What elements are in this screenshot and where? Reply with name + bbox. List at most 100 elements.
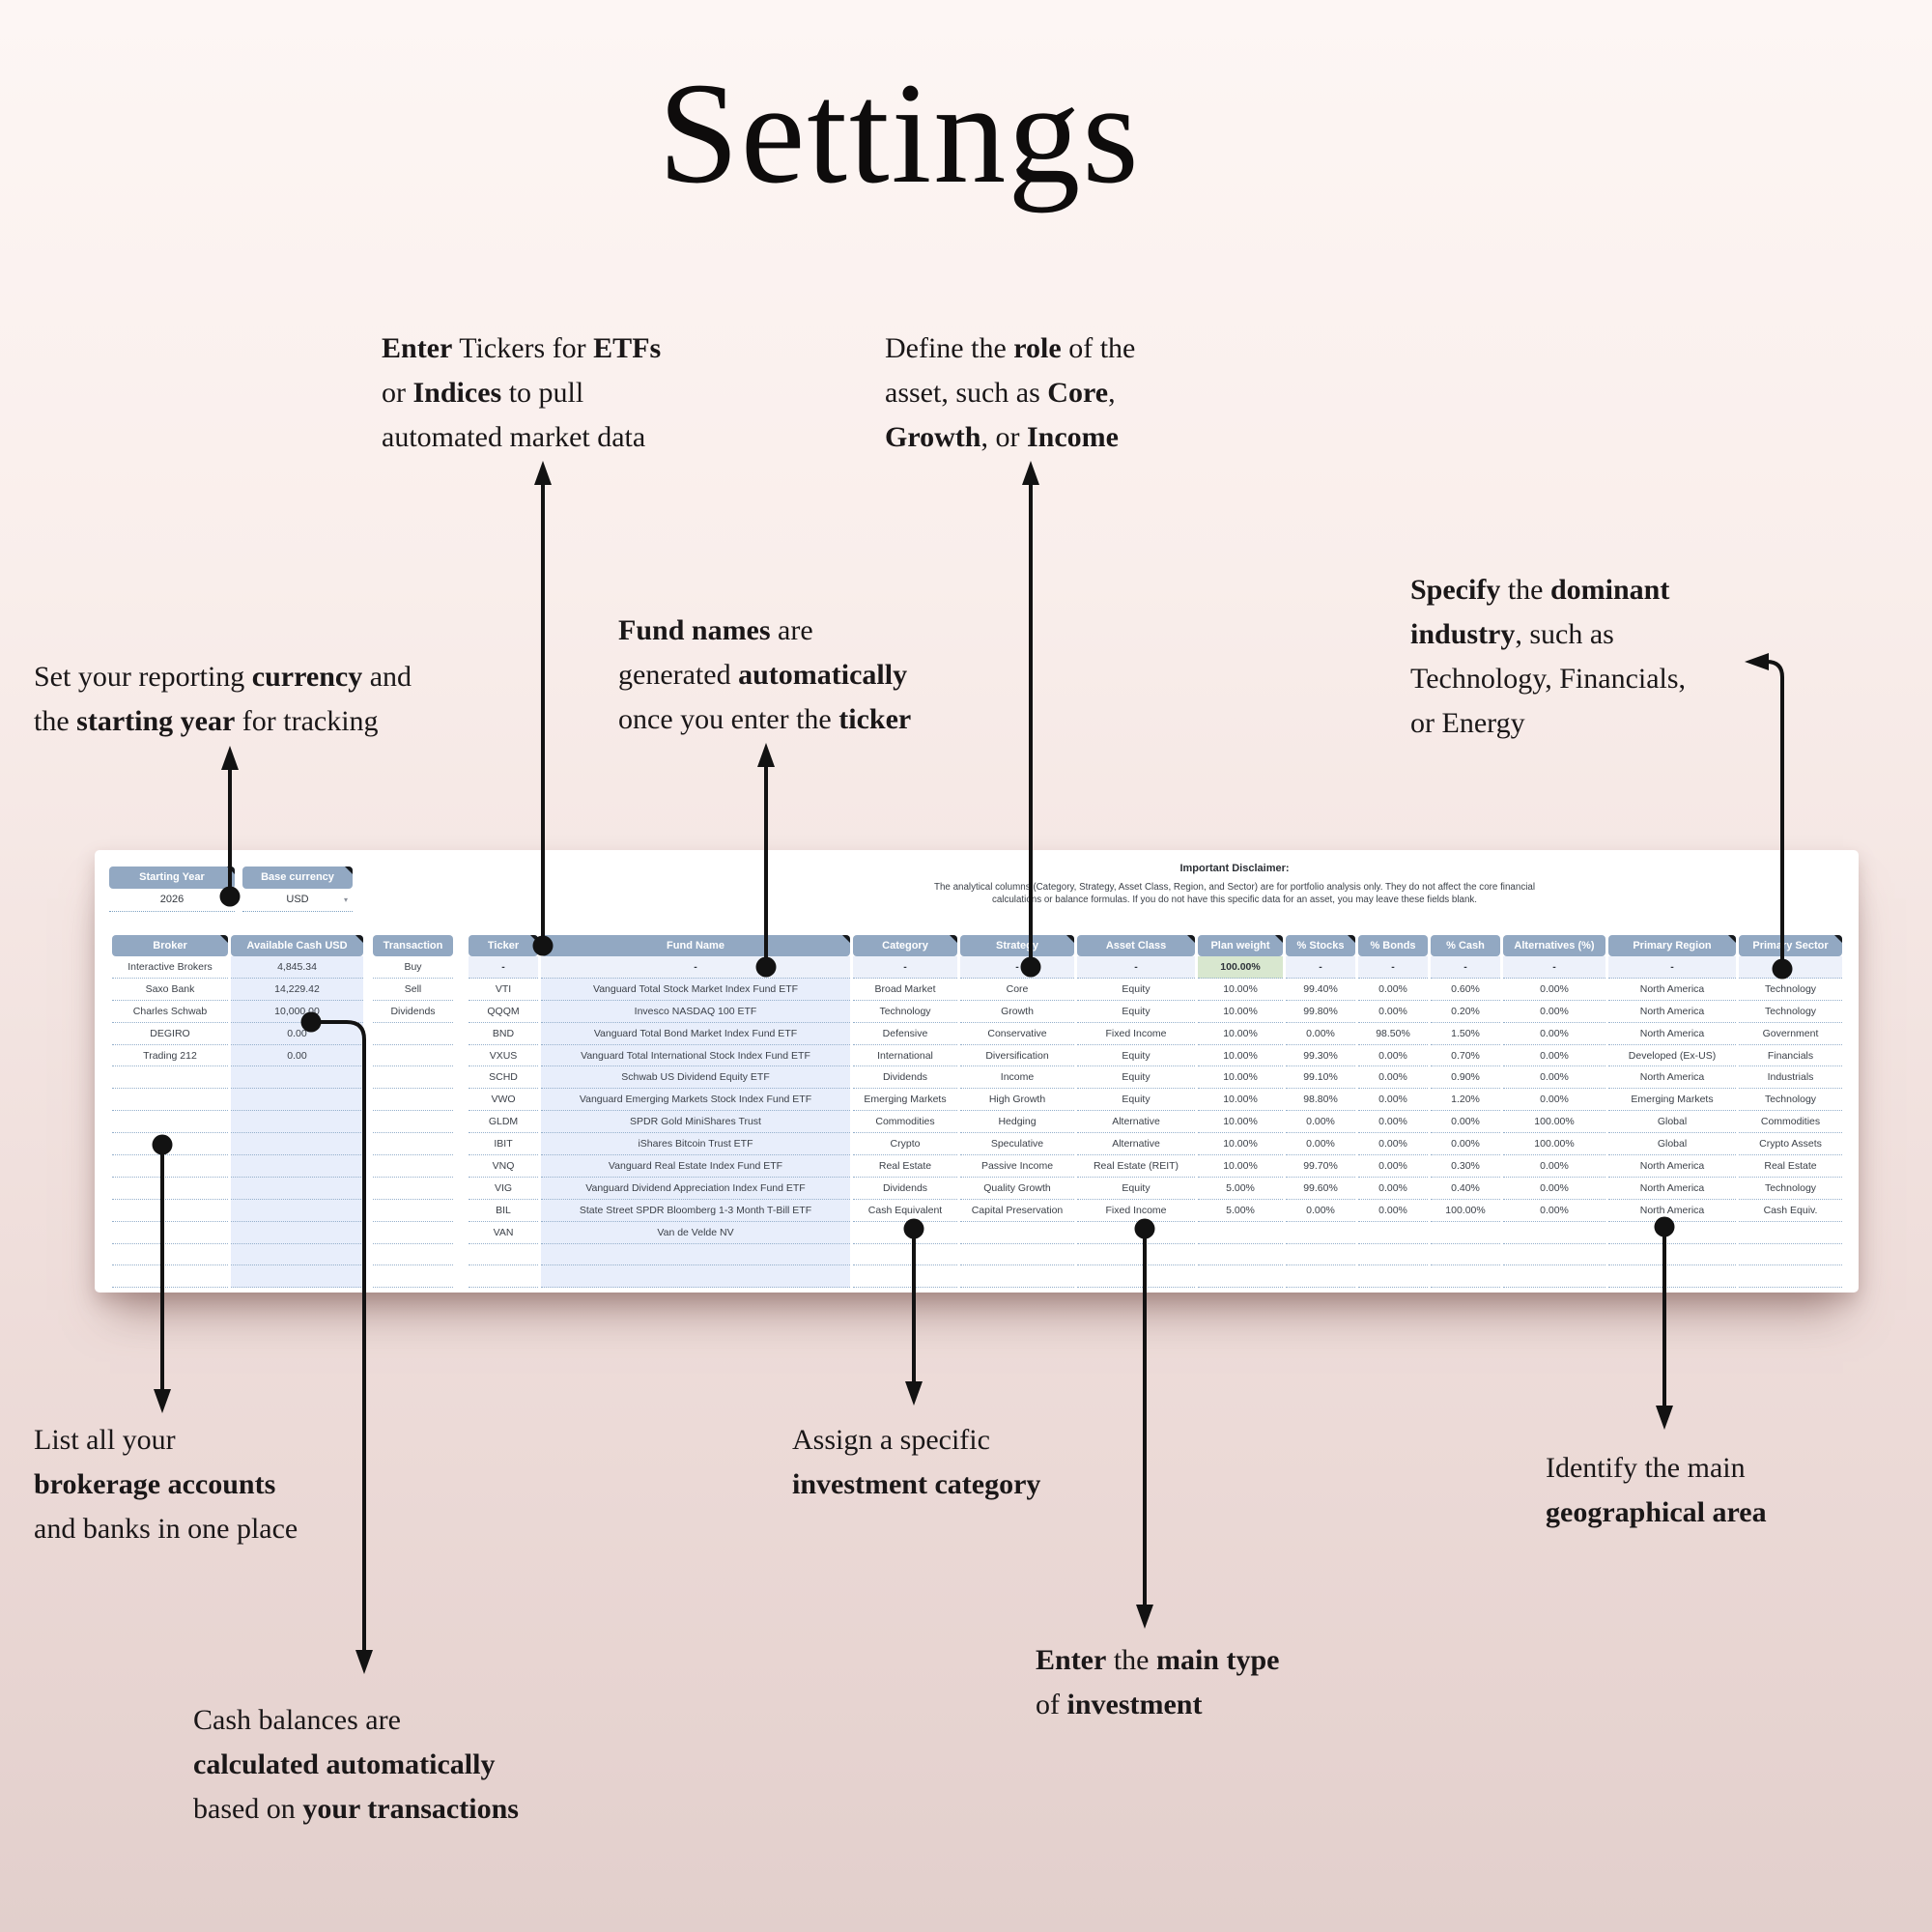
cell: 100.00%	[1503, 1111, 1605, 1134]
cell: -	[960, 956, 1074, 979]
cell: 0.00%	[1503, 1089, 1605, 1112]
table-row	[373, 1045, 453, 1067]
cell	[1608, 1222, 1736, 1244]
column-header: Plan weight	[1198, 935, 1283, 956]
cell: 0.00%	[1358, 1045, 1428, 1067]
table-row: Buy	[373, 956, 453, 979]
cell: Vanguard Dividend Appreciation Index Fun…	[541, 1177, 850, 1200]
cell: DEGIRO	[112, 1023, 228, 1045]
cell: 0.00%	[1358, 1200, 1428, 1222]
cell: Conservative	[960, 1023, 1074, 1045]
cell: Growth	[960, 1001, 1074, 1023]
column-header: Alternatives (%)	[1503, 935, 1605, 956]
cell: Interactive Brokers	[112, 956, 228, 979]
cell: 0.00%	[1503, 979, 1605, 1001]
cell: 1.20%	[1431, 1089, 1500, 1112]
cell: Equity	[1077, 1066, 1195, 1090]
cell: Vanguard Total Bond Market Index Fund ET…	[541, 1022, 850, 1045]
cell: Broad Market	[853, 979, 957, 1001]
column-header: Broker	[112, 935, 228, 956]
cell: Government	[1739, 1023, 1842, 1045]
cell	[1739, 1244, 1842, 1266]
cell	[373, 1089, 453, 1112]
important-disclaimer: Important Disclaimer: The analytical col…	[636, 863, 1833, 906]
cell	[1198, 1265, 1283, 1289]
cell: International	[853, 1045, 957, 1067]
cell	[541, 1265, 850, 1289]
note-corner-icon	[1275, 935, 1283, 943]
cell	[1358, 1265, 1428, 1289]
cell: 100.00%	[1503, 1133, 1605, 1156]
cell: SCHD	[469, 1066, 538, 1090]
cell	[373, 1200, 453, 1222]
cell: 0.00	[231, 1044, 363, 1067]
cell: 10.00%	[1198, 1155, 1283, 1178]
cell: Schwab US Dividend Equity ETF	[541, 1066, 850, 1090]
cell	[112, 1178, 228, 1200]
cell: 10.00%	[1198, 1045, 1283, 1067]
disclaimer-title: Important Disclaimer:	[1179, 863, 1290, 874]
cell: Developed (Ex-US)	[1608, 1045, 1736, 1067]
base-currency-header: Base currency	[242, 867, 353, 889]
cell	[373, 1133, 453, 1156]
cell	[231, 1155, 363, 1178]
cell: VWO	[469, 1089, 538, 1112]
cell	[112, 1244, 228, 1266]
table-row	[373, 1222, 453, 1244]
cell: Real Estate	[1739, 1155, 1842, 1178]
cell: -	[1286, 956, 1355, 979]
cell	[1358, 1222, 1428, 1244]
cell: 0.30%	[1431, 1155, 1500, 1178]
cell: 10.00%	[1198, 1133, 1283, 1156]
column-header: Primary Sector	[1739, 935, 1842, 956]
column-header: Primary Region	[1608, 935, 1736, 956]
cell	[853, 1265, 957, 1289]
column-header: Asset Class	[1077, 935, 1195, 956]
cell: 5.00%	[1198, 1178, 1283, 1200]
table-row	[112, 1221, 363, 1244]
cell: -	[1077, 956, 1195, 979]
cell: 10.00%	[1198, 1089, 1283, 1112]
cell	[1608, 1265, 1736, 1289]
cell: Technology	[1739, 1001, 1842, 1023]
cell	[231, 1133, 363, 1156]
note-corner-icon	[1187, 935, 1195, 943]
cell	[231, 1177, 363, 1200]
cell: 10.00%	[1198, 1111, 1283, 1134]
cell: Dividends	[853, 1066, 957, 1090]
cell: North America	[1608, 979, 1736, 1001]
cell: -	[1431, 956, 1500, 979]
column-header: % Stocks	[1286, 935, 1355, 956]
cell: Income	[960, 1066, 1074, 1090]
note-corner-icon	[530, 935, 538, 943]
cell: Fixed Income	[1077, 1200, 1195, 1222]
table-row	[469, 1265, 1842, 1289]
column-header: Category	[853, 935, 957, 956]
cell: 10.00%	[1198, 1023, 1283, 1045]
cell	[112, 1133, 228, 1156]
cell: Diversification	[960, 1045, 1074, 1067]
cell	[960, 1222, 1074, 1244]
cell: 100.00%	[1431, 1200, 1500, 1222]
cell: Technology	[1739, 979, 1842, 1001]
cell: Global	[1608, 1111, 1736, 1134]
cell: 0.00%	[1431, 1133, 1500, 1156]
cell	[1077, 1244, 1195, 1266]
table-row	[112, 1199, 363, 1222]
cell	[1431, 1222, 1500, 1244]
note-corner-icon	[220, 935, 228, 943]
cell: 0.20%	[1431, 1001, 1500, 1023]
base-currency-dropdown[interactable]: USD▾	[242, 889, 353, 912]
starting-year-dropdown[interactable]: 2026▾	[109, 889, 235, 912]
cell	[112, 1111, 228, 1134]
